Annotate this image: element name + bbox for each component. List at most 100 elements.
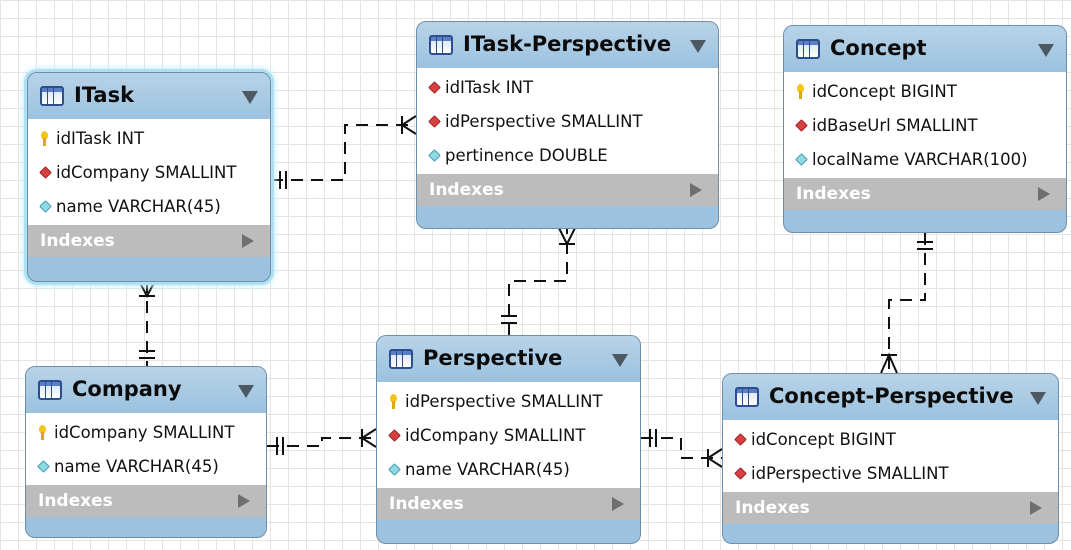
entity-concept-perspective[interactable]: Concept-Perspective idConcept BIGINT idP…: [722, 373, 1059, 544]
expand-arrow-icon[interactable]: [1030, 501, 1042, 515]
field-label: name VARCHAR(45): [54, 456, 219, 476]
attribute-icon: [36, 459, 51, 474]
field-label: idCompany SMALLINT: [405, 425, 586, 445]
foreign-key-icon: [733, 466, 748, 481]
table-icon: [735, 387, 759, 407]
indexes-label: Indexes: [389, 494, 464, 514]
expand-arrow-icon[interactable]: [1038, 187, 1050, 201]
primary-key-icon: [36, 424, 51, 440]
indexes-label: Indexes: [40, 231, 115, 251]
field-label: localName VARCHAR(100): [812, 149, 1028, 169]
relationship-company-perspective[interactable]: [267, 428, 377, 455]
field-list: idPerspective SMALLINT idCompany SMALLIN…: [377, 382, 640, 488]
field-row[interactable]: idITask INT: [28, 121, 270, 155]
field-row[interactable]: idPerspective SMALLINT: [377, 384, 640, 418]
field-row[interactable]: pertinence DOUBLE: [417, 138, 718, 172]
indexes-label: Indexes: [429, 180, 504, 200]
attribute-icon: [387, 462, 402, 477]
field-row[interactable]: idConcept BIGINT: [723, 422, 1058, 456]
table-icon: [429, 35, 453, 55]
entity-itask[interactable]: ITask idITask INT idCompany SMALLINT nam…: [27, 72, 271, 282]
field-label: idITask INT: [445, 77, 534, 97]
chevron-down-icon[interactable]: [1038, 44, 1054, 57]
field-list: idITask INT idCompany SMALLINT name VARC…: [28, 119, 270, 225]
field-label: name VARCHAR(45): [56, 196, 221, 216]
field-row[interactable]: idCompany SMALLINT: [377, 418, 640, 452]
field-label: idPerspective SMALLINT: [445, 111, 643, 131]
field-row[interactable]: idCompany SMALLINT: [26, 415, 266, 449]
expand-arrow-icon[interactable]: [690, 183, 702, 197]
entity-title: Concept-Perspective: [769, 384, 1014, 408]
attribute-icon: [794, 152, 809, 167]
field-row[interactable]: name VARCHAR(45): [26, 449, 266, 483]
chevron-down-icon[interactable]: [690, 40, 706, 53]
foreign-key-icon: [427, 80, 442, 95]
field-label: idCompany SMALLINT: [54, 422, 235, 442]
field-row[interactable]: localName VARCHAR(100): [784, 142, 1066, 176]
field-list: idConcept BIGINT idBaseUrl SMALLINT loca…: [784, 72, 1066, 178]
indexes-section[interactable]: Indexes: [28, 225, 270, 257]
indexes-section[interactable]: Indexes: [377, 488, 640, 520]
field-row[interactable]: idITask INT: [417, 70, 718, 104]
expand-arrow-icon[interactable]: [242, 234, 254, 248]
entity-header[interactable]: Perspective: [377, 336, 640, 382]
table-icon: [389, 349, 413, 369]
expand-arrow-icon[interactable]: [238, 494, 250, 508]
field-label: idConcept BIGINT: [751, 429, 896, 449]
indexes-label: Indexes: [38, 491, 113, 511]
expand-arrow-icon[interactable]: [612, 497, 624, 511]
attribute-icon: [38, 199, 53, 214]
field-label: idBaseUrl SMALLINT: [812, 115, 978, 135]
chevron-down-icon[interactable]: [1030, 392, 1046, 405]
field-row[interactable]: idPerspective SMALLINT: [417, 104, 718, 138]
field-label: idConcept BIGINT: [812, 81, 957, 101]
relationship-perspective-concept-perspective[interactable]: [641, 429, 723, 468]
indexes-label: Indexes: [796, 184, 871, 204]
chevron-down-icon[interactable]: [612, 354, 628, 367]
field-row[interactable]: idPerspective SMALLINT: [723, 456, 1058, 490]
relationship-perspective-itask-perspective[interactable]: [501, 227, 576, 336]
entity-header[interactable]: Concept-Perspective: [723, 374, 1058, 420]
chevron-down-icon[interactable]: [238, 385, 254, 398]
field-list: idITask INT idPerspective SMALLINT perti…: [417, 68, 718, 174]
indexes-section[interactable]: Indexes: [723, 492, 1058, 524]
chevron-down-icon[interactable]: [242, 91, 258, 104]
indexes-label: Indexes: [735, 498, 810, 518]
entity-header[interactable]: Concept: [784, 26, 1066, 72]
indexes-section[interactable]: Indexes: [26, 485, 266, 517]
field-label: idPerspective SMALLINT: [405, 391, 603, 411]
table-icon: [796, 39, 820, 59]
foreign-key-icon: [38, 165, 53, 180]
field-row[interactable]: idBaseUrl SMALLINT: [784, 108, 1066, 142]
field-list: idConcept BIGINT idPerspective SMALLINT: [723, 420, 1058, 492]
entity-concept[interactable]: Concept idConcept BIGINT idBaseUrl SMALL…: [783, 25, 1067, 233]
entity-header[interactable]: Company: [26, 367, 266, 413]
entity-itask-perspective[interactable]: ITask-Perspective idITask INT idPerspect…: [416, 21, 719, 229]
entity-header[interactable]: ITask-Perspective: [417, 22, 718, 68]
field-label: pertinence DOUBLE: [445, 145, 608, 165]
indexes-section[interactable]: Indexes: [784, 178, 1066, 210]
field-row[interactable]: idConcept BIGINT: [784, 74, 1066, 108]
foreign-key-icon: [427, 114, 442, 129]
entity-title: Company: [72, 377, 182, 401]
entity-header[interactable]: ITask: [28, 73, 270, 119]
field-row[interactable]: name VARCHAR(45): [28, 189, 270, 223]
field-row[interactable]: idCompany SMALLINT: [28, 155, 270, 189]
entity-company[interactable]: Company idCompany SMALLINT name VARCHAR(…: [25, 366, 267, 538]
field-label: idPerspective SMALLINT: [751, 463, 949, 483]
foreign-key-icon: [794, 118, 809, 133]
field-list: idCompany SMALLINT name VARCHAR(45): [26, 413, 266, 485]
field-row[interactable]: name VARCHAR(45): [377, 452, 640, 486]
entity-perspective[interactable]: Perspective idPerspective SMALLINT idCom…: [376, 335, 641, 544]
table-icon: [40, 86, 64, 106]
attribute-icon: [427, 148, 442, 163]
indexes-section[interactable]: Indexes: [417, 174, 718, 206]
entity-title: ITask-Perspective: [463, 32, 672, 56]
relationship-concept-concept-perspective[interactable]: [880, 233, 933, 374]
field-label: name VARCHAR(45): [405, 459, 570, 479]
field-label: idITask INT: [56, 128, 145, 148]
relationship-company-itask[interactable]: [138, 280, 156, 366]
relationship-itask-itask-perspective[interactable]: [271, 115, 417, 189]
